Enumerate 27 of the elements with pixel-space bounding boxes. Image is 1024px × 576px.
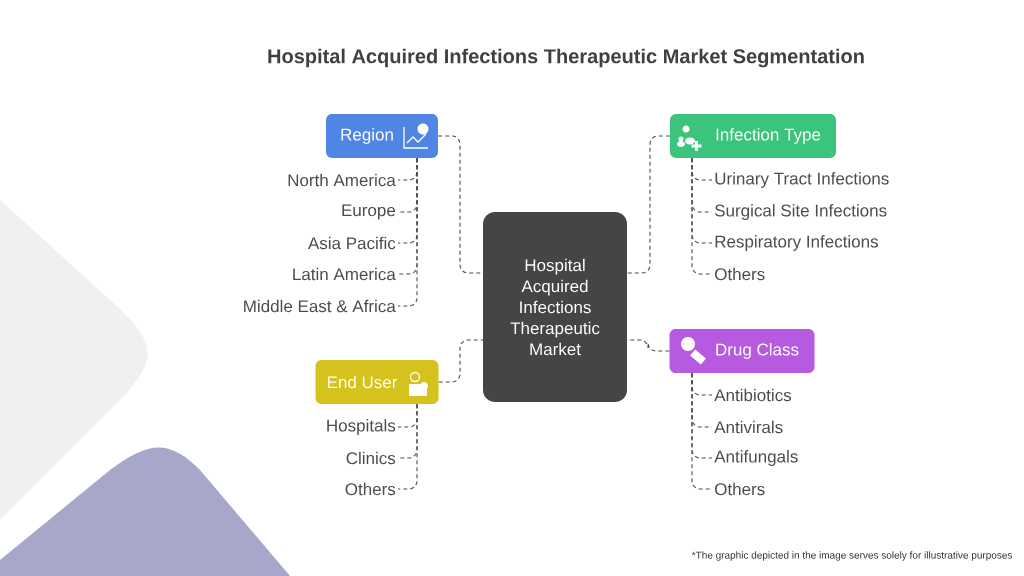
connector xyxy=(397,403,418,490)
connector xyxy=(438,339,484,383)
category-box: End User xyxy=(315,360,439,404)
segment-text: Respiratory Infections xyxy=(715,235,878,251)
title: Hospital Acquired Infections Therapeutic Market Segmentation xyxy=(268,48,864,68)
category-box: Infection Type xyxy=(670,114,836,158)
segment-text: Others xyxy=(715,482,765,496)
segment-text: Clinics xyxy=(346,451,396,465)
segment-text: Urinary Tract Infections xyxy=(715,172,889,188)
category-box: Region xyxy=(326,114,438,158)
segment-text: Middle East & Africa xyxy=(244,299,396,313)
center-box: Hospital Acquired Infections Therapeutic Market xyxy=(483,212,627,402)
category-box: Drug Class xyxy=(669,329,815,373)
connector xyxy=(397,157,418,307)
segment-text: Latin America xyxy=(293,267,396,281)
connector xyxy=(626,135,671,274)
segment-text: Surgical Site Infections xyxy=(715,204,887,220)
segment-text: North America xyxy=(288,173,396,187)
segment-text: Europe xyxy=(342,204,396,220)
segment-text: Others xyxy=(345,482,396,496)
segment-text: Antibiotics xyxy=(714,388,792,402)
segment-text: Antivirals xyxy=(714,420,783,434)
segment-text: Antifungals xyxy=(714,450,798,466)
footnote: *The graphic depicted in the image serves solely for illustrative purposes xyxy=(691,551,1013,561)
segment-text: Hospitals xyxy=(327,419,396,435)
segment-text: Others xyxy=(715,267,765,281)
segment-text: Asia Pacific xyxy=(307,236,396,250)
